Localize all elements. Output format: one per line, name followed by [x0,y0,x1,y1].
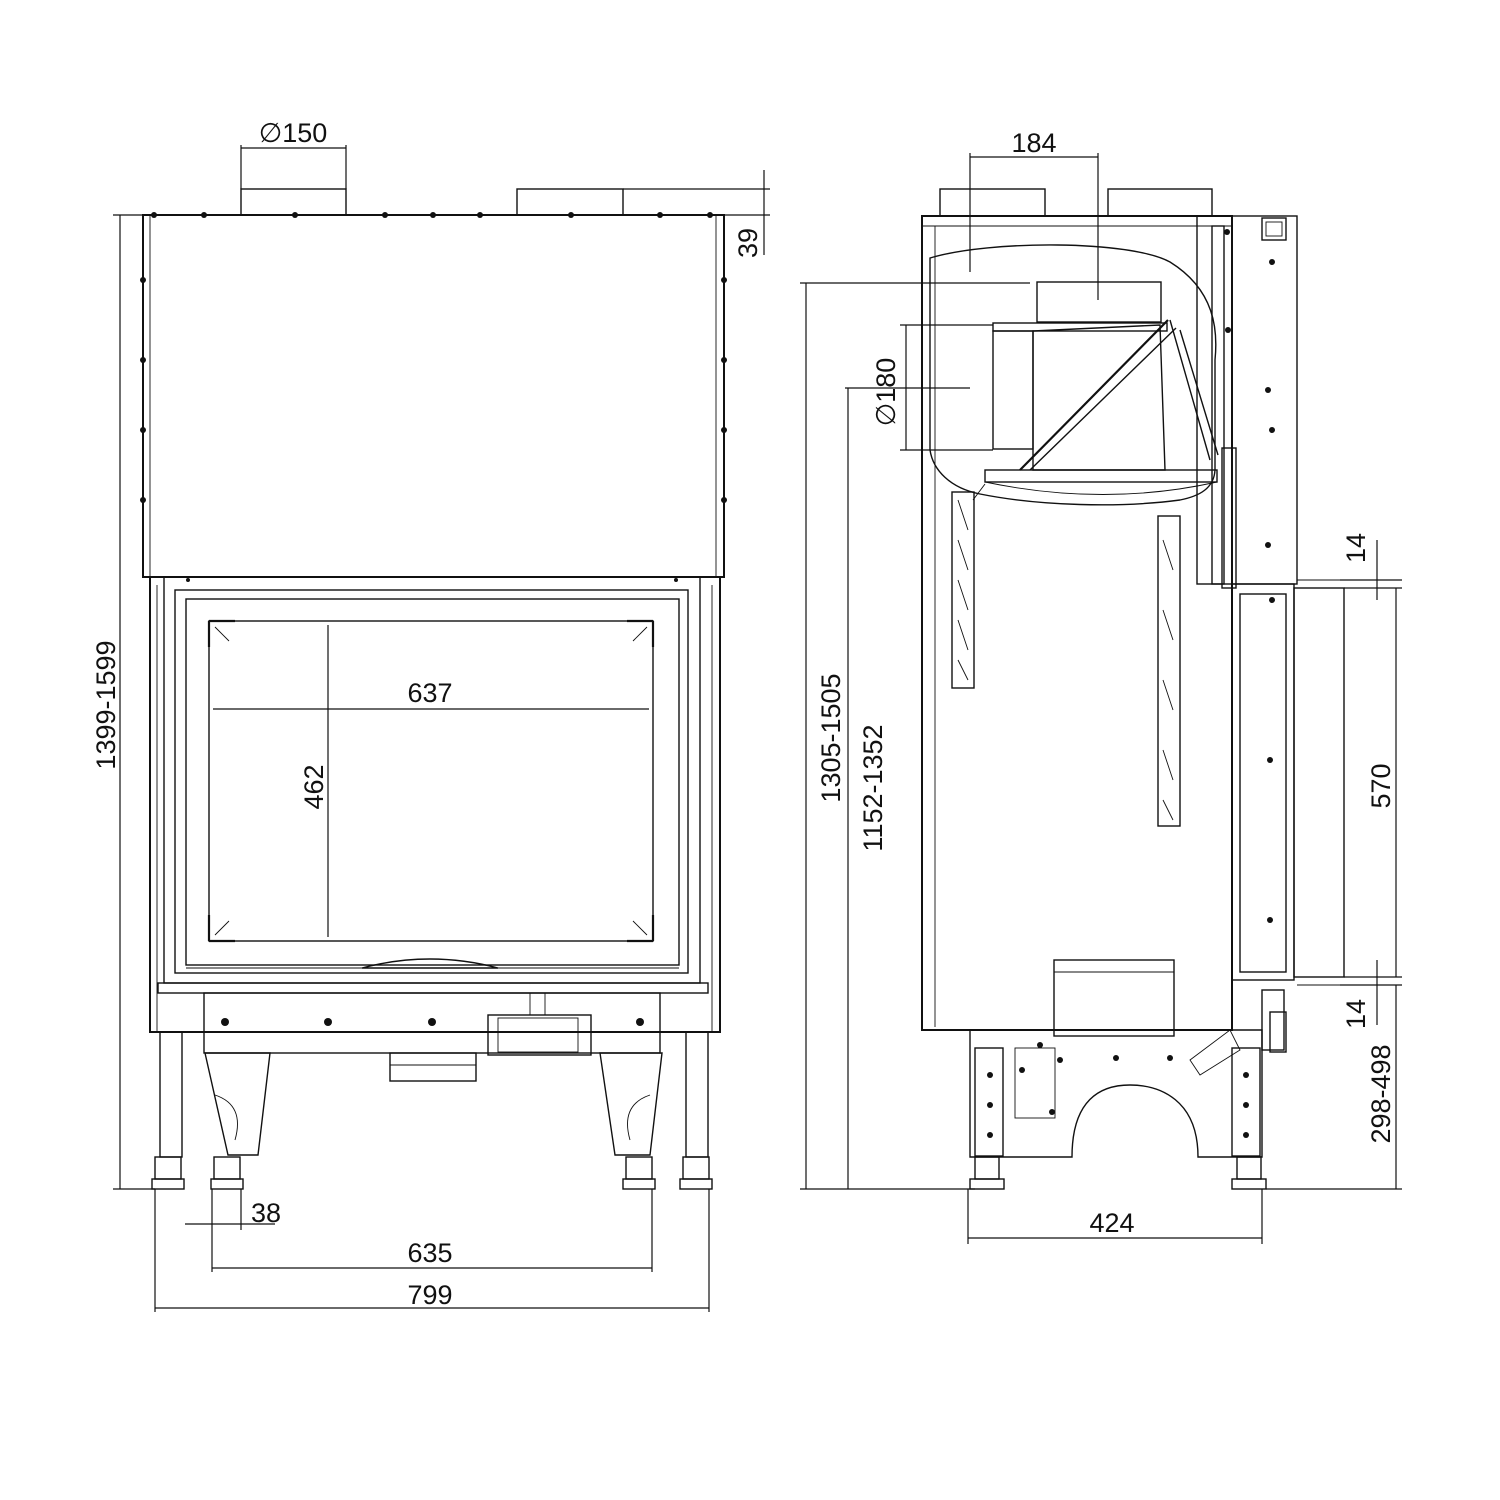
side-baffle-plate [984,469,1218,483]
side-body [921,215,1233,1031]
side-rear-panel [1231,583,1295,981]
height-to-flue-label: 1305-1505 [816,673,846,802]
side-stand [969,1029,1263,1158]
front-view: 637 462 ∅150 39 1399-1599 38 635 799 [91,118,770,1312]
air-inlet-diameter-label: ∅180 [871,358,901,427]
side-view: 184 ∅180 1305-1505 1152-1352 424 14 570 … [800,128,1402,1244]
front-glass [208,620,654,942]
side-ash-box [1053,959,1175,1037]
height-to-inlet-label: 1152-1352 [858,724,888,851]
side-flue-collar-front [939,188,1046,217]
front-lower-body [149,576,721,1033]
total-width-label: 799 [407,1280,452,1310]
feet-span-label: 635 [407,1238,452,1268]
top-offset-label: 39 [733,228,763,258]
door-gap-top-label: 14 [1341,533,1371,563]
front-bolts [140,212,727,1026]
total-height-label: 1399-1599 [91,640,121,769]
door-gap-bottom-label: 14 [1341,999,1371,1029]
glass-height-label: 462 [299,764,329,809]
front-air-control [487,1014,592,1056]
front-hood [142,214,725,578]
glass-width-label: 637 [407,678,452,708]
door-base-height-label: 298-498 [1366,1044,1396,1143]
front-legs [151,1031,713,1190]
side-bolts [987,229,1275,1138]
flue-offset-label: 184 [1011,128,1056,158]
side-flue-collar-rear [1107,188,1213,217]
door-handle [361,958,499,969]
side-ribs [951,483,1181,827]
door-height-label: 570 [1366,763,1396,808]
flue-diameter-label: ∅150 [259,118,328,148]
front-door-frame [185,598,680,966]
side-flue-box [1036,281,1162,323]
front-ash-tray [389,1052,477,1082]
front-flue-collar-left [240,188,347,216]
front-flue-collar-right [516,188,624,216]
depth-label: 424 [1089,1208,1134,1238]
foot-width-label: 38 [251,1198,281,1228]
side-door [1293,587,1345,978]
side-connector [1261,217,1287,241]
